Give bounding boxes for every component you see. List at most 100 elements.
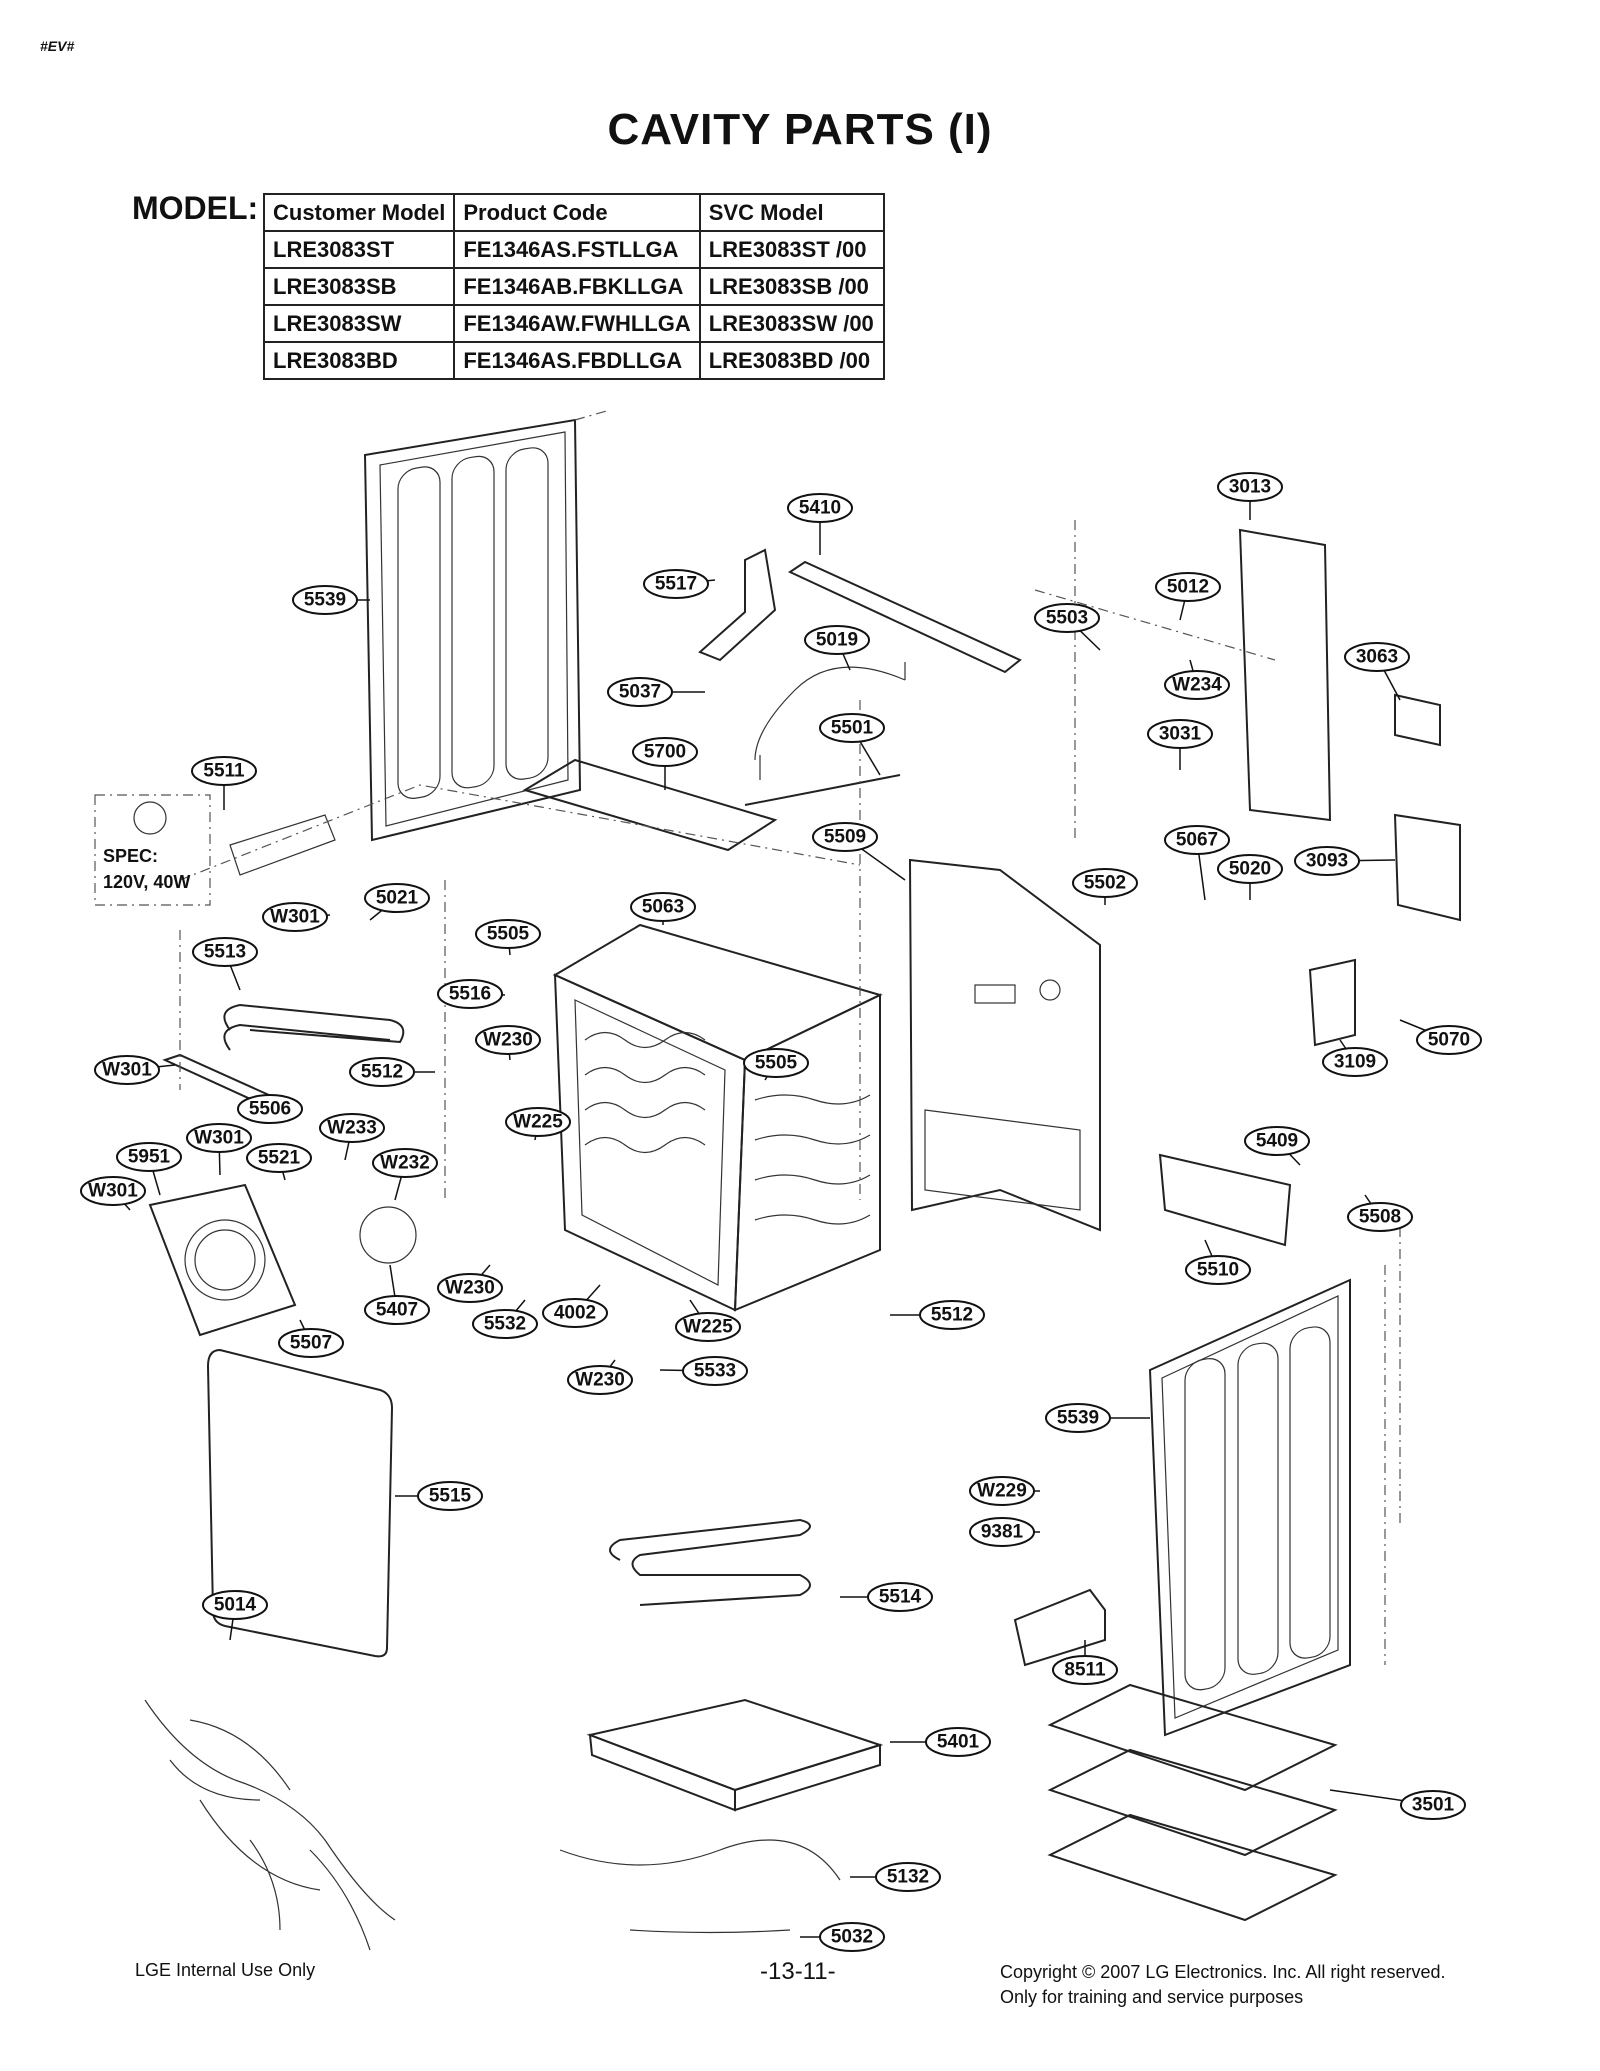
- callout-label: 5511: [203, 761, 245, 782]
- part-callout: W225: [675, 1299, 741, 1342]
- duct-bracket: [1238, 528, 1332, 822]
- spec-line2: 120V, 40W: [103, 872, 190, 892]
- callout-bubble: [1164, 825, 1230, 855]
- callout-bubble: [94, 1055, 160, 1085]
- page-title: CAVITY PARTS (I): [607, 105, 993, 154]
- wire-harness: [144, 1699, 396, 1951]
- callout-label: 5700: [644, 742, 686, 763]
- part-callout: 5521: [246, 1143, 312, 1181]
- duct-small: [1394, 693, 1441, 747]
- part-callout: 5019: [804, 625, 870, 671]
- part-callout: 5037: [607, 677, 705, 707]
- callout-label: 3501: [1412, 1795, 1455, 1816]
- callout-bubble: [292, 585, 358, 615]
- part-callout: 5511: [191, 756, 257, 810]
- part-callout: 5505: [743, 1048, 809, 1081]
- spec-line1: SPEC:: [103, 846, 158, 866]
- table-row: LRE3083BD FE1346AS.FBDLLGA LRE3083BD /00: [262, 341, 885, 380]
- model-label: MODEL:: [132, 190, 259, 226]
- callout-label: 5067: [1176, 830, 1218, 851]
- callout-label: 5539: [304, 590, 346, 611]
- callout-bubble: [372, 1148, 438, 1178]
- part-callout: 5514: [840, 1582, 933, 1612]
- part-callout: 5517: [643, 569, 716, 599]
- callout-bubble: [925, 1727, 991, 1757]
- part-callout: 9381: [969, 1517, 1040, 1547]
- part-callout: 5014: [202, 1590, 268, 1641]
- callout-bubble: [632, 737, 698, 767]
- part-callout: 5067: [1164, 825, 1230, 901]
- part-callout: 5507: [278, 1319, 344, 1358]
- callout-bubble: [867, 1582, 933, 1612]
- callout-label: 5533: [694, 1361, 736, 1382]
- callout-label: 5063: [642, 897, 684, 918]
- convection-fan-cover: [148, 1183, 297, 1337]
- callout-bubble: [969, 1476, 1035, 1506]
- part-callout: W301: [94, 1055, 176, 1085]
- part-callout: W301: [80, 1176, 146, 1211]
- duct-box: [1308, 958, 1356, 1047]
- callout-bubble: [567, 1365, 633, 1395]
- callout-label: W301: [102, 1060, 152, 1081]
- part-callout: 5513: [192, 937, 258, 991]
- callout-label: 5514: [879, 1587, 922, 1608]
- callout-bubble: [542, 1298, 608, 1328]
- table-cell: FE1346AS.FSTLLGA: [453, 230, 701, 269]
- callout-bubble: [116, 1142, 182, 1172]
- wire-sensor: [754, 662, 906, 780]
- callout-label: 5509: [824, 827, 866, 848]
- callout-bubble: [1052, 1655, 1118, 1685]
- callout-bubble: [237, 1094, 303, 1124]
- table-row: LRE3083SB FE1346AB.FBKLLGA LRE3083SB /00: [262, 267, 885, 306]
- part-callout: 5501: [819, 713, 885, 776]
- callout-bubble: [630, 892, 696, 922]
- part-callout: W225: [505, 1107, 571, 1141]
- callout-label: 3031: [1159, 724, 1202, 745]
- front-bracket: [698, 548, 777, 662]
- part-callout: 5020: [1217, 854, 1283, 900]
- callout-label: 5032: [831, 1927, 873, 1948]
- part-callout: 4002: [542, 1284, 608, 1328]
- bake-element: [609, 1518, 811, 1606]
- top-plate: [522, 758, 778, 852]
- callout-bubble: [1147, 719, 1213, 749]
- callout-bubble: [437, 979, 503, 1009]
- part-callout: 5539: [1045, 1403, 1150, 1433]
- part-callout: 5401: [890, 1727, 991, 1757]
- table-cell: LRE3083SW /00: [698, 304, 885, 343]
- callout-label: 5521: [258, 1148, 301, 1169]
- part-callout: W301: [186, 1123, 252, 1176]
- part-callout: 3501: [1329, 1789, 1466, 1820]
- part-callout: 5070: [1399, 1019, 1482, 1055]
- part-callout: 5510: [1185, 1239, 1251, 1285]
- callout-bubble: [919, 1300, 985, 1330]
- callout-bubble: [743, 1048, 809, 1078]
- oven-cavity: [552, 923, 883, 1312]
- callout-label: 5512: [931, 1305, 973, 1326]
- table-cell: LRE3083SB: [262, 267, 456, 306]
- callout-bubble: [819, 1922, 885, 1952]
- callout-label: 5513: [204, 942, 246, 963]
- callout-label: 5517: [655, 574, 697, 595]
- callout-bubble: [278, 1328, 344, 1358]
- table-row: LRE3083ST FE1346AS.FSTLLGA LRE3083ST /00: [262, 230, 885, 269]
- callout-label: 5020: [1229, 859, 1271, 880]
- callout-bubble: [1294, 846, 1360, 876]
- callout-bubble: [437, 1273, 503, 1303]
- callout-label: 5951: [128, 1147, 171, 1168]
- part-callout: W301: [262, 902, 331, 932]
- top-bracket: [787, 560, 1022, 674]
- callout-label: 5132: [887, 1867, 929, 1888]
- callout-label: 3063: [1356, 647, 1398, 668]
- column-header: Product Code: [453, 193, 701, 232]
- callout-label: 5014: [214, 1595, 257, 1616]
- callout-label: 5510: [1197, 1260, 1239, 1281]
- callout-bubble: [1400, 1790, 1466, 1820]
- callout-label: W225: [683, 1317, 733, 1338]
- callout-label: 5012: [1167, 577, 1209, 598]
- oven-racks: [1047, 1683, 1338, 1922]
- table-cell: LRE3083ST: [262, 230, 456, 269]
- part-callout: 5409: [1244, 1126, 1310, 1166]
- callout-bubble: [505, 1107, 571, 1137]
